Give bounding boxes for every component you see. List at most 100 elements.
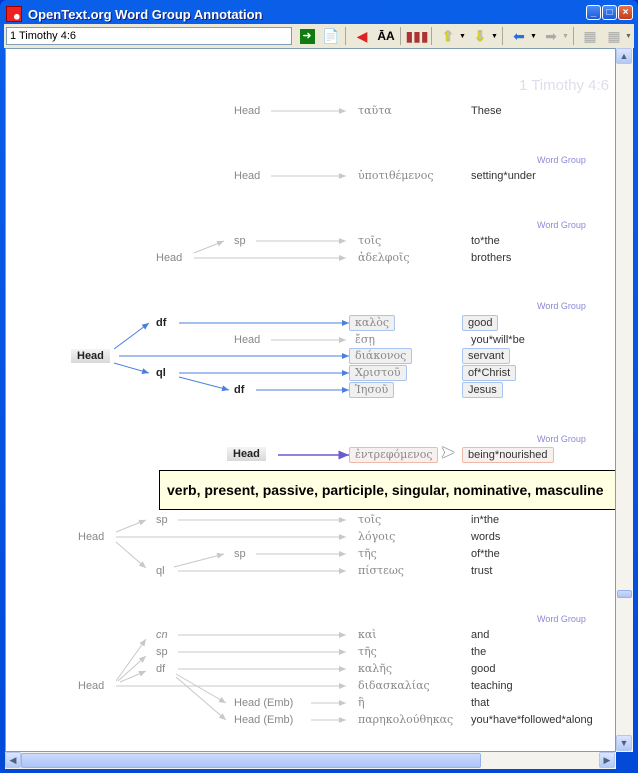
- scroll-right-button[interactable]: ▶: [599, 752, 615, 768]
- greek-word[interactable]: τοῖς: [358, 234, 382, 247]
- role-label: ql: [156, 565, 165, 577]
- role-label: sp: [156, 646, 168, 658]
- close-button[interactable]: ×: [618, 5, 633, 20]
- layout-button-2[interactable]: ▦: [603, 26, 625, 46]
- forward-dropdown[interactable]: ▼: [562, 32, 569, 40]
- separator: [573, 27, 574, 45]
- greek-word[interactable]: τοῖς: [358, 513, 382, 526]
- greek-word[interactable]: Ἰησοῦ: [349, 382, 395, 398]
- layout-button-1[interactable]: ▦: [579, 26, 601, 46]
- word-group-label[interactable]: Word Group: [537, 434, 586, 444]
- document-button[interactable]: 📄: [320, 26, 342, 46]
- connector-arrows: [113, 108, 349, 723]
- word-group-label[interactable]: Word Group: [537, 155, 586, 165]
- role-label: cn: [156, 629, 168, 641]
- morphology-tooltip: verb, present, passive, participle, sing…: [159, 470, 615, 510]
- greek-word[interactable]: ἣ: [358, 696, 365, 709]
- role-label: df: [234, 384, 245, 396]
- english-gloss: teaching: [471, 680, 513, 692]
- go-arrow-icon: ➜: [299, 28, 315, 44]
- greek-word[interactable]: λόγοις: [358, 530, 396, 543]
- role-label: ql: [156, 367, 166, 379]
- window-title: OpenText.org Word Group Annotation: [28, 6, 263, 22]
- text-icon: ĀA: [377, 29, 395, 43]
- separator: [345, 27, 346, 45]
- back-dropdown[interactable]: ▼: [530, 32, 537, 40]
- greek-word[interactable]: πίστεως: [358, 564, 404, 577]
- tag-icon: ◀: [356, 27, 368, 44]
- role-label: Head: [234, 334, 261, 346]
- greek-word[interactable]: τῆς: [358, 547, 377, 560]
- word-group-label[interactable]: Word Group: [537, 301, 586, 311]
- english-gloss: the: [471, 646, 487, 658]
- forward-button[interactable]: ➡: [540, 26, 562, 46]
- greek-word[interactable]: ὑποτιθέμενος: [358, 169, 434, 182]
- greek-word[interactable]: καὶ: [358, 628, 377, 641]
- annotation-canvas: 1 Timothy 4:6 Head ταῦτα These Word Grou…: [5, 48, 616, 752]
- bar-chart-icon: ▮▮▮: [405, 27, 429, 44]
- vertical-scrollbar[interactable]: ▲ ▼: [616, 48, 633, 752]
- minimize-button[interactable]: _: [586, 5, 601, 20]
- english-gloss: being*nourished: [462, 447, 554, 463]
- vertical-scroll-thumb[interactable]: [617, 590, 632, 598]
- head-label[interactable]: Head: [227, 447, 266, 461]
- separator: [431, 27, 432, 45]
- scroll-left-button[interactable]: ◀: [5, 752, 21, 768]
- greek-word[interactable]: ταῦτα: [358, 104, 392, 117]
- greek-word-hovered[interactable]: ἐντρεφόμενος: [349, 447, 439, 463]
- role-label: Head: [234, 105, 261, 117]
- chart-button[interactable]: ▮▮▮: [405, 26, 429, 46]
- title-bar: OpenText.org Word Group Annotation: [6, 4, 262, 24]
- arrow-right-icon: ➡: [545, 27, 557, 44]
- greek-word[interactable]: τῆς: [358, 645, 377, 658]
- greek-word[interactable]: καλὸς: [349, 315, 396, 331]
- greek-word[interactable]: διάκονος: [349, 348, 413, 364]
- word-group-label[interactable]: Word Group: [537, 220, 586, 230]
- horizontal-scrollbar[interactable]: ◀ ▶: [5, 752, 616, 769]
- arrow-up-icon: ⇧: [442, 27, 454, 44]
- greek-word[interactable]: παρηκολούθηκας: [358, 713, 454, 726]
- word-group-label[interactable]: Word Group: [537, 614, 586, 624]
- down-dropdown[interactable]: ▼: [491, 32, 498, 40]
- grid-icon: ▦: [583, 27, 597, 44]
- maximize-button[interactable]: □: [602, 5, 617, 20]
- arrow-down-icon: ⇩: [474, 27, 486, 44]
- text-button[interactable]: ĀA: [375, 26, 397, 46]
- down-button[interactable]: ⇩: [469, 26, 491, 46]
- role-label: Head (Emb): [234, 697, 294, 709]
- english-gloss: These: [471, 105, 502, 117]
- horizontal-scroll-thumb[interactable]: [21, 753, 481, 768]
- role-label: Head: [78, 680, 105, 692]
- english-gloss: and: [471, 629, 490, 641]
- english-gloss: words: [471, 531, 501, 543]
- role-label: Head: [78, 531, 105, 543]
- up-button[interactable]: ⇧: [437, 26, 459, 46]
- greek-word[interactable]: διδασκαλίας: [358, 679, 430, 692]
- greek-word[interactable]: Χριστοῦ: [349, 365, 407, 381]
- document-icon: 📄: [322, 27, 340, 44]
- greek-word[interactable]: καλῆς: [358, 662, 393, 675]
- english-gloss: Jesus: [462, 382, 503, 398]
- english-gloss: to*the: [471, 235, 500, 247]
- english-gloss: in*the: [471, 514, 500, 526]
- role-label: sp: [234, 235, 246, 247]
- role-label: df: [156, 317, 167, 329]
- up-dropdown[interactable]: ▼: [459, 32, 466, 40]
- back-button[interactable]: ⬅: [508, 26, 530, 46]
- role-label: df: [156, 663, 166, 675]
- annotate-button[interactable]: ◀: [351, 26, 373, 46]
- greek-word[interactable]: ἔσῃ: [355, 333, 376, 346]
- go-button[interactable]: ➜: [296, 26, 318, 46]
- scroll-up-button[interactable]: ▲: [616, 48, 632, 64]
- role-label: Head: [234, 170, 261, 182]
- english-gloss: good: [462, 315, 499, 331]
- greek-word[interactable]: ἀδελφοῖς: [358, 251, 410, 264]
- head-label-selected[interactable]: Head: [71, 349, 110, 363]
- english-gloss: that: [471, 697, 490, 709]
- role-label: sp: [156, 514, 168, 526]
- reference-input[interactable]: [6, 27, 292, 45]
- scroll-down-button[interactable]: ▼: [616, 735, 632, 751]
- grid-icon: ▦: [607, 27, 621, 44]
- role-label: Head (Emb): [234, 714, 294, 726]
- toolbar-overflow[interactable]: ▼: [625, 32, 632, 40]
